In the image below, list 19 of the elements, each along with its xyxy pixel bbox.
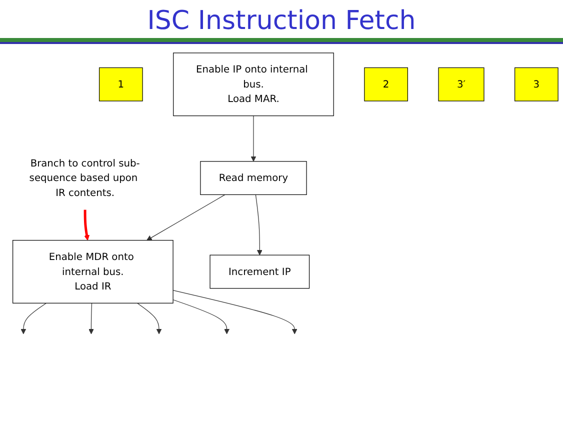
slide-title: ISC Instruction Fetch xyxy=(146,6,417,36)
node-box: 3′ xyxy=(438,67,484,102)
arrow xyxy=(255,194,262,256)
node-box: 3 xyxy=(514,67,558,102)
arrow xyxy=(88,302,94,334)
node-box: 2 xyxy=(364,67,408,102)
arrow xyxy=(250,115,256,162)
arrow xyxy=(136,302,162,334)
node-box: 1 xyxy=(98,67,143,102)
node-box: Enable MDR onto internal bus. Load IR xyxy=(12,240,174,304)
arrow xyxy=(172,290,298,334)
node-box: Increment IP xyxy=(210,254,310,289)
arrow xyxy=(146,194,226,241)
node-text: Branch to control sub-sequence based upon IR contents. xyxy=(29,157,140,198)
arrow xyxy=(20,302,47,334)
node-box: Enable IP onto internal bus. Load MAR. xyxy=(173,52,334,116)
arrow xyxy=(172,299,230,334)
arrow xyxy=(84,209,90,241)
node-box: Read memory xyxy=(200,161,307,195)
